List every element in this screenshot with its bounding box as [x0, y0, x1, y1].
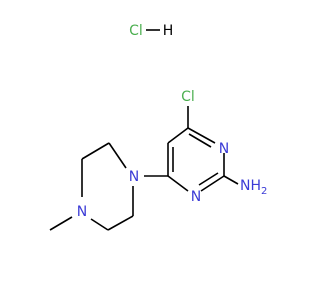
- pyrimidine-ring: [144, 106, 239, 192]
- atom-labels: Cl N N NH2 N N: [77, 89, 268, 220]
- molecule-diagram: Cl H Cl N: [49, 23, 268, 231]
- atom-nh2-main: NH: [240, 178, 261, 194]
- hcl-salt: Cl H: [129, 23, 173, 39]
- bond-c2-n1: [200, 175, 225, 192]
- bond-n4-methyl: [49, 216, 73, 231]
- bond-c4-c5: [167, 127, 189, 144]
- bond-c2-n1-inner: [198, 172, 219, 186]
- bond-c2-nh2: [223, 175, 239, 185]
- bond-c4-n3-inner: [188, 133, 212, 148]
- salt-h-label: H: [163, 23, 174, 39]
- atom-nh2: NH2: [240, 178, 267, 197]
- atom-n-ring-bottom: N: [191, 189, 201, 205]
- bond-c4-n3: [187, 127, 216, 144]
- bond-ctop-cleft: [81, 142, 110, 160]
- atom-n-ring-top: N: [219, 141, 229, 157]
- atom-cl: Cl: [181, 89, 195, 105]
- bond-cbl-n4: [90, 218, 109, 231]
- bond-n1-ctop: [108, 142, 127, 169]
- atom-n-piperazine-4: N: [77, 204, 87, 220]
- bond-n1-c6: [167, 175, 189, 192]
- atom-n-piperazine-1: N: [129, 169, 139, 185]
- piperazine-ring: [49, 142, 134, 231]
- salt-cl-label: Cl: [129, 23, 143, 39]
- atom-nh2-subscript: 2: [261, 186, 267, 197]
- bond-cbot-cbl: [107, 215, 134, 231]
